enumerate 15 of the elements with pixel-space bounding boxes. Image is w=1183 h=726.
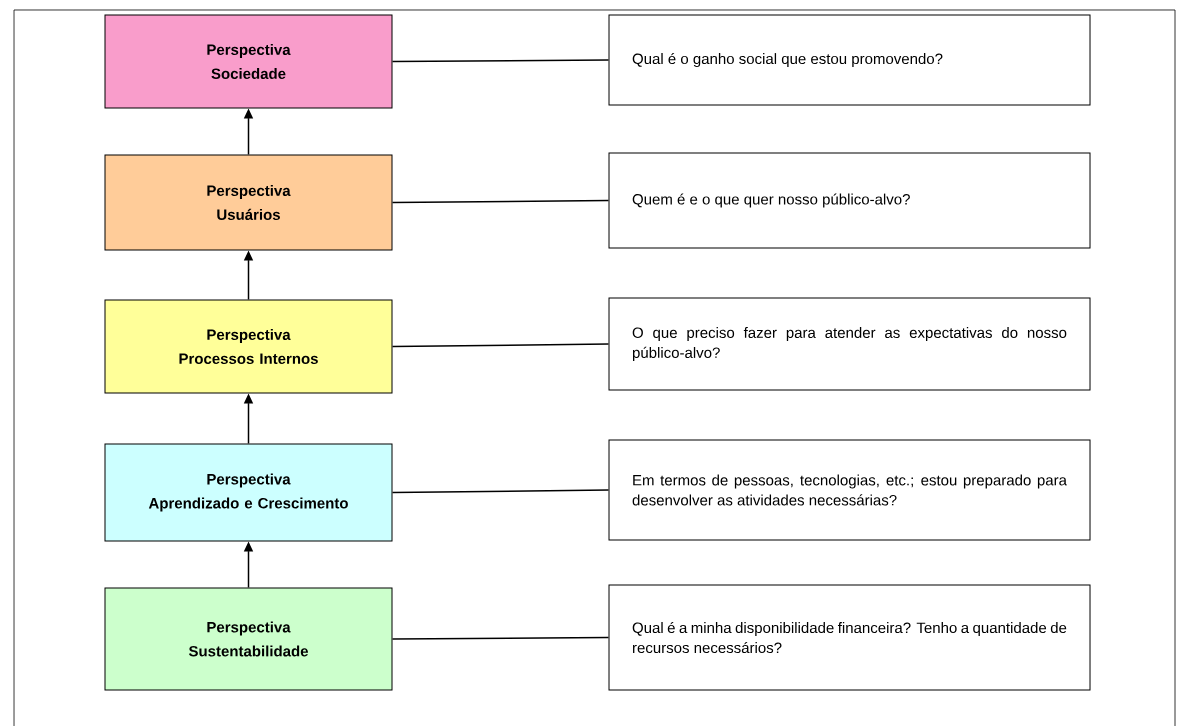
question-box: Qual é a minha disponibilidade financeira? Tenho a quantidade de recursos necessários? xyxy=(608,584,1091,691)
question-box: Quem é e o que quer nosso público-alvo? xyxy=(608,152,1091,249)
perspective-box: Perspectiva Sustentabilidade xyxy=(104,587,393,691)
connector-line xyxy=(391,199,610,204)
connector-line xyxy=(391,343,610,348)
question-box: Qual é o ganho social que estou promovendo? xyxy=(608,14,1091,106)
perspective-box: Perspectiva Aprendizado e Crescimento xyxy=(104,443,393,542)
perspective-box: Perspectiva Sociedade xyxy=(104,14,393,109)
perspective-box: Perspectiva Usuários xyxy=(104,154,393,251)
connector-line xyxy=(391,636,610,640)
perspective-box: Perspectiva Processos Internos xyxy=(104,299,393,394)
connector-line xyxy=(391,489,610,494)
connector-line xyxy=(391,59,610,63)
question-box: O que preciso fazer para atender as expectativas do nosso público-alvo? xyxy=(608,297,1091,391)
question-box: Em termos de pessoas, tecnologias, etc.; estou preparado para desenvolver as atividades necessárias? xyxy=(608,439,1091,541)
